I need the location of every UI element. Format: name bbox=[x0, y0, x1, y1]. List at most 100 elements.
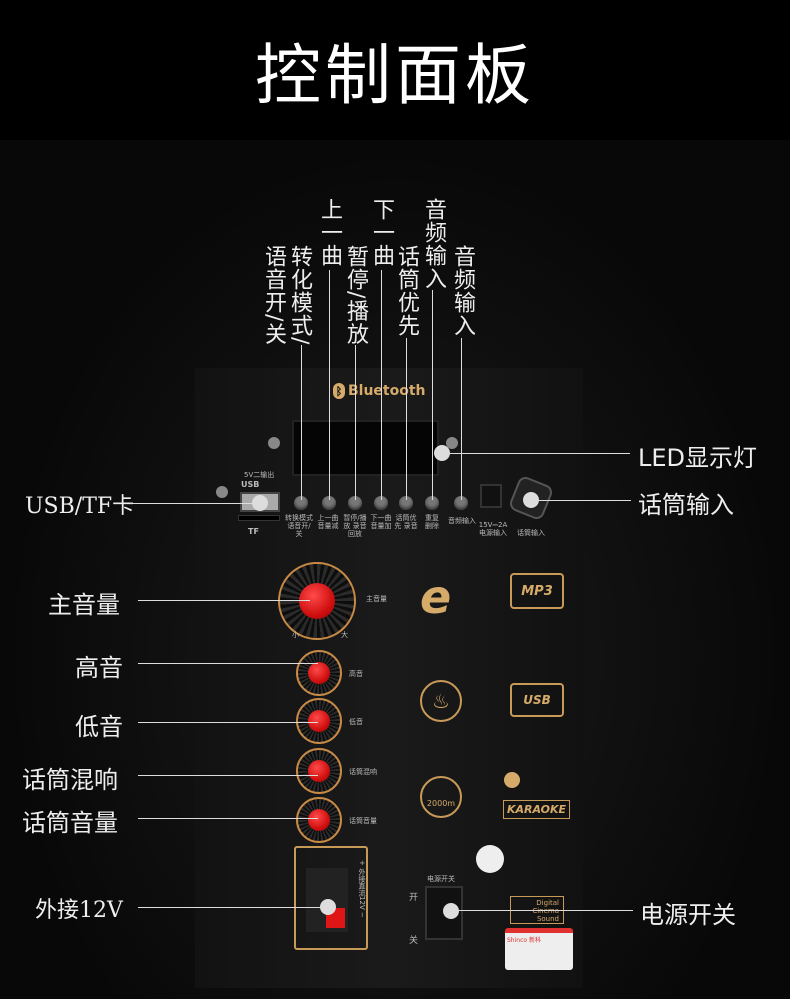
callout-mic-input: 话筒输入 bbox=[638, 491, 734, 519]
leader-line bbox=[138, 600, 310, 601]
tf-card-slot[interactable] bbox=[238, 515, 280, 521]
callout-audio-input-a: 音频输入 bbox=[421, 198, 446, 290]
leader-line bbox=[459, 910, 633, 911]
leader-line bbox=[450, 453, 630, 454]
callout-dot bbox=[523, 492, 539, 508]
bass-knob[interactable] bbox=[296, 698, 342, 744]
led-display bbox=[292, 420, 439, 476]
play-pause-button[interactable] bbox=[348, 496, 362, 510]
bluetooth-icon: ᛒ bbox=[333, 383, 345, 399]
button-caption: 音频输入 bbox=[448, 517, 476, 525]
dc-power-jack[interactable] bbox=[480, 484, 502, 508]
leader-line bbox=[461, 338, 462, 500]
bluetooth-brand: ᛒ Bluetooth bbox=[333, 383, 426, 399]
tf-label: TF bbox=[248, 527, 259, 536]
mp3-icon: MP3 bbox=[510, 573, 564, 609]
button-caption: 下一曲 音量加 bbox=[370, 514, 392, 530]
leader-line bbox=[138, 663, 318, 664]
callout-mic-echo: 话筒混响 bbox=[22, 766, 118, 794]
leader-line bbox=[406, 338, 407, 500]
mic-jack-label: 话筒输入 bbox=[517, 529, 545, 537]
screw-icon bbox=[268, 437, 280, 449]
callout-dot bbox=[434, 445, 450, 461]
no-heat-icon: ♨ bbox=[420, 680, 462, 722]
leader-line bbox=[130, 503, 260, 504]
callout-play-pause: 暂停/播放 bbox=[343, 245, 368, 346]
callout-voice-toggle: 语音开/关 bbox=[261, 245, 286, 346]
bluetooth-label: Bluetooth bbox=[348, 383, 426, 399]
usb-label: USB bbox=[241, 480, 260, 489]
button-caption: 暂停/播放 录音回放 bbox=[343, 514, 367, 538]
switch-off-label: 关 bbox=[409, 936, 419, 946]
screw-icon bbox=[216, 486, 228, 498]
knob-label: 话筒音量 bbox=[349, 817, 377, 825]
callout-mic-volume: 话筒音量 bbox=[22, 809, 118, 837]
leader-line bbox=[432, 290, 433, 500]
knob-max-label: 大 bbox=[341, 631, 348, 639]
callout-mic-priority: 话筒优先 bbox=[394, 245, 419, 337]
logo-text: Sound bbox=[536, 915, 559, 923]
leader-line bbox=[539, 500, 631, 501]
power-switch-caption: 电源开关 bbox=[427, 875, 455, 883]
repeat-button[interactable] bbox=[425, 496, 439, 510]
callout-mode-switch: 转化模式/ bbox=[287, 245, 312, 346]
button-caption: 话筒优先 录音 bbox=[394, 514, 418, 530]
treble-knob[interactable] bbox=[296, 650, 342, 696]
knob-min-label: 小 bbox=[292, 631, 299, 639]
leader-line bbox=[329, 270, 330, 500]
knob-label: 主音量 bbox=[366, 595, 387, 603]
callout-audio-input-b: 音频输入 bbox=[450, 245, 475, 337]
leader-line bbox=[138, 818, 318, 819]
previous-button[interactable] bbox=[322, 496, 336, 510]
logo-text: Digital bbox=[536, 899, 559, 907]
sticker-brand: Shinco 新科 bbox=[507, 937, 541, 944]
external-12v-terminal-frame bbox=[294, 846, 368, 950]
callout-bass: 低音 bbox=[75, 713, 123, 741]
callout-next: 下一曲 bbox=[369, 198, 394, 267]
knob-label: 高音 bbox=[349, 670, 363, 678]
switch-on-label: 开 bbox=[409, 893, 419, 903]
mic-echo-knob[interactable] bbox=[296, 748, 342, 794]
callout-usb-tf: USB/TF卡 bbox=[25, 494, 135, 519]
external-12v-label: + 外接直流12V − bbox=[358, 860, 366, 918]
callout-treble: 高音 bbox=[75, 654, 123, 682]
leader-line bbox=[138, 907, 328, 908]
microphone-icon bbox=[504, 772, 520, 788]
callout-main-volume: 主音量 bbox=[48, 591, 120, 619]
callout-dot bbox=[320, 899, 336, 915]
leader-line bbox=[138, 722, 318, 723]
leader-line bbox=[355, 345, 356, 500]
main-volume-knob[interactable] bbox=[278, 562, 356, 640]
page-title: 控制面板 bbox=[255, 37, 535, 114]
button-caption: 重复 删除 bbox=[425, 514, 439, 530]
callout-dot bbox=[443, 903, 459, 919]
mic-volume-knob[interactable] bbox=[296, 797, 342, 843]
callout-power-switch: 电源开关 bbox=[640, 901, 736, 929]
audio-input-button[interactable] bbox=[454, 496, 468, 510]
mode-voice-button[interactable] bbox=[294, 496, 308, 510]
leader-line bbox=[301, 345, 302, 500]
knob-label: 低音 bbox=[349, 718, 363, 726]
button-caption: 转换模式 语音开/关 bbox=[285, 514, 313, 538]
callout-dot bbox=[252, 495, 268, 511]
usb-output-text: 5V二输出 bbox=[244, 471, 275, 479]
leader-line bbox=[381, 270, 382, 500]
next-button[interactable] bbox=[374, 496, 388, 510]
altitude-2000m-icon: 2000m bbox=[420, 776, 462, 818]
callout-external-12v: 外接12V bbox=[35, 898, 123, 923]
mic-priority-button[interactable] bbox=[399, 496, 413, 510]
leader-line bbox=[138, 775, 318, 776]
warranty-sticker: Shinco 新科 bbox=[505, 928, 573, 970]
button-caption: 上一曲 音量减 bbox=[317, 514, 339, 530]
knob-label: 话筒混响 bbox=[349, 768, 377, 776]
callout-previous: 上一曲 bbox=[317, 198, 342, 267]
usb-icon: USB bbox=[510, 683, 564, 717]
karaoke-icon: KARAOKE bbox=[503, 800, 571, 819]
screw-icon bbox=[446, 437, 458, 449]
callout-led-display: LED显示灯 bbox=[638, 444, 758, 472]
dc-jack-label: 15V⎓2A 电源输入 bbox=[478, 521, 508, 537]
qc-sticker bbox=[476, 845, 504, 873]
header-bar: 控制面板 bbox=[0, 0, 790, 140]
ie-icon: e bbox=[420, 570, 452, 624]
logo-text: Cinema bbox=[532, 907, 559, 915]
